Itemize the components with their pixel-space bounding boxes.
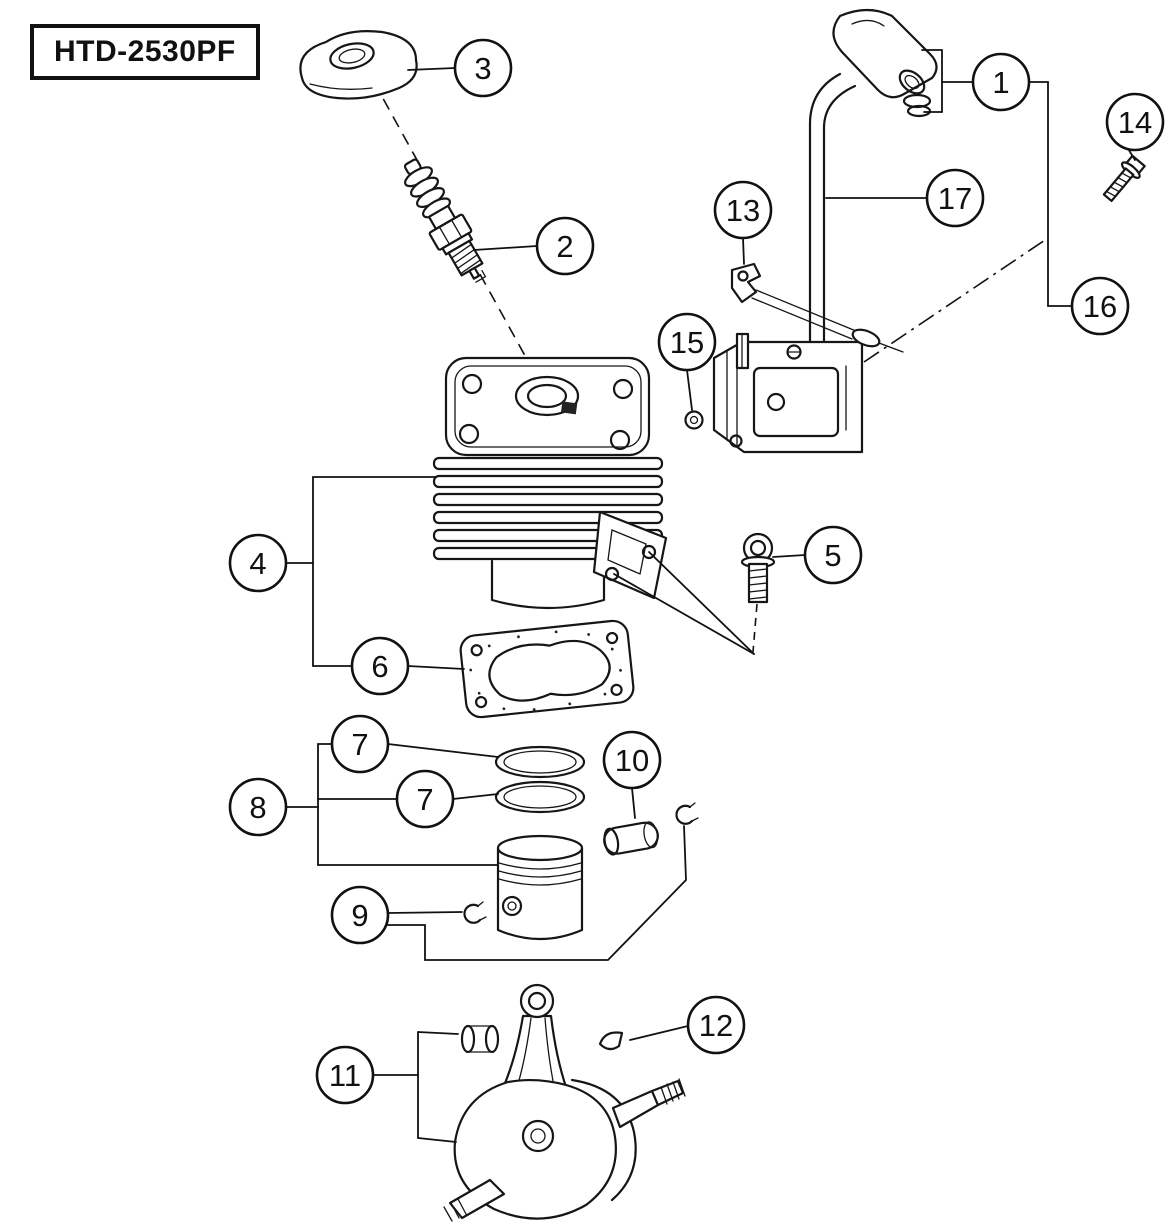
cylinder-bolt-drawing	[740, 532, 776, 604]
piston-rings-drawing	[494, 745, 586, 814]
woodruff-key-drawing	[598, 1031, 624, 1051]
callout-1: 1	[971, 52, 1031, 112]
callout-number: 14	[1118, 105, 1152, 140]
callout-number: 3	[474, 51, 491, 86]
callout-bubble	[803, 525, 863, 585]
callout-bubble	[350, 636, 410, 696]
callout-4: 4	[228, 533, 288, 593]
cylinder-drawing	[432, 356, 668, 610]
callout-bubble	[971, 52, 1031, 112]
callout-bubble	[395, 769, 455, 829]
callout-number: 7	[416, 782, 433, 817]
callout-bubble	[686, 995, 746, 1055]
stop-switch-parts-drawing	[730, 262, 904, 370]
callout-number: 2	[556, 229, 573, 264]
callout-number: 5	[824, 538, 841, 573]
callout-bubble	[925, 168, 985, 228]
callout-7: 7	[330, 714, 390, 774]
callout-6: 6	[350, 636, 410, 696]
callout-11: 11	[315, 1045, 375, 1105]
callout-bubble	[228, 533, 288, 593]
callout-16: 16	[1070, 276, 1130, 336]
callout-number: 1	[992, 65, 1009, 100]
callout-8: 8	[228, 777, 288, 837]
high-tension-lead-drawing	[808, 72, 857, 352]
callout-15: 15	[657, 312, 717, 372]
callout-number: 16	[1083, 289, 1117, 324]
callout-number: 4	[249, 546, 266, 581]
circlip-right-drawing	[675, 802, 699, 825]
callout-10: 10	[602, 730, 662, 790]
spark-plug-cap-drawing	[832, 8, 938, 118]
callout-bubble	[228, 777, 288, 837]
piston-pin-drawing	[603, 821, 659, 856]
callout-number: 13	[726, 193, 760, 228]
callout-number: 10	[615, 743, 649, 778]
callout-9: 9	[330, 885, 390, 945]
callout-number: 8	[249, 790, 266, 825]
callout-12: 12	[686, 995, 746, 1055]
callout-bubble	[602, 730, 662, 790]
callout-3: 3	[453, 38, 513, 98]
callout-bubble	[657, 312, 717, 372]
callout-bubble	[315, 1045, 375, 1105]
callout-bubble	[453, 38, 513, 98]
callout-bubble	[330, 714, 390, 774]
model-code: HTD-2530PF	[30, 24, 260, 80]
callout-5: 5	[803, 525, 863, 585]
callout-bubble	[1105, 92, 1165, 152]
gasket-stipple	[469, 630, 622, 711]
callout-bubble	[535, 216, 595, 276]
washer-drawing	[684, 410, 704, 430]
callout-number: 15	[670, 325, 704, 360]
callout-number: 12	[699, 1008, 733, 1043]
callout-number: 9	[351, 898, 368, 933]
leader-lines	[285, 49, 1136, 1143]
circlip-left-drawing	[463, 901, 487, 924]
callout-bubble	[713, 180, 773, 240]
gasket-drawing	[459, 619, 635, 719]
cap-spring	[902, 93, 932, 118]
callout-14: 14	[1105, 92, 1165, 152]
callout-7: 7	[395, 769, 455, 829]
callout-number: 7	[351, 727, 368, 762]
callout-bubble	[330, 885, 390, 945]
screw-drawing	[1102, 154, 1146, 203]
callout-17: 17	[925, 168, 985, 228]
crankshaft-drawing	[443, 983, 686, 1222]
callout-number: 11	[329, 1058, 361, 1093]
callout-number: 17	[938, 181, 972, 216]
callout-2: 2	[535, 216, 595, 276]
callout-13: 13	[713, 180, 773, 240]
piston-drawing	[496, 834, 584, 941]
needle-bearing-drawing	[460, 1024, 500, 1054]
plug-cap-cover-drawing	[299, 30, 418, 100]
callout-number: 6	[371, 649, 388, 684]
callout-bubble	[1070, 276, 1130, 336]
spark-plug-drawing	[403, 158, 487, 283]
